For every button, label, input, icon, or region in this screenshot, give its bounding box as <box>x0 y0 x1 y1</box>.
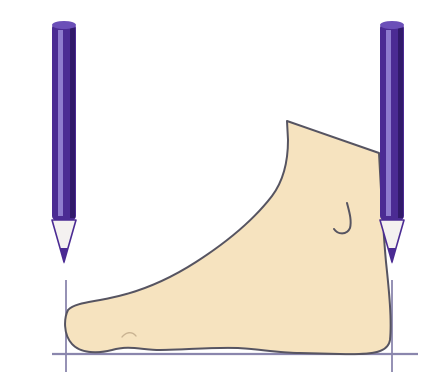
right-pencil-highlight <box>386 30 391 216</box>
left-pencil-tip <box>60 248 68 264</box>
foot-illustration <box>65 121 391 354</box>
pencil-icon <box>52 21 76 264</box>
left-pencil-end <box>52 21 76 29</box>
foot-shape <box>65 121 391 354</box>
right-pencil-tip <box>388 248 396 264</box>
pencil-icon <box>380 21 404 264</box>
left-pencil-shadow <box>70 28 75 218</box>
left-pencil-highlight <box>58 30 63 216</box>
right-pencil-end <box>380 21 404 29</box>
right-pencil-shadow <box>398 28 403 218</box>
